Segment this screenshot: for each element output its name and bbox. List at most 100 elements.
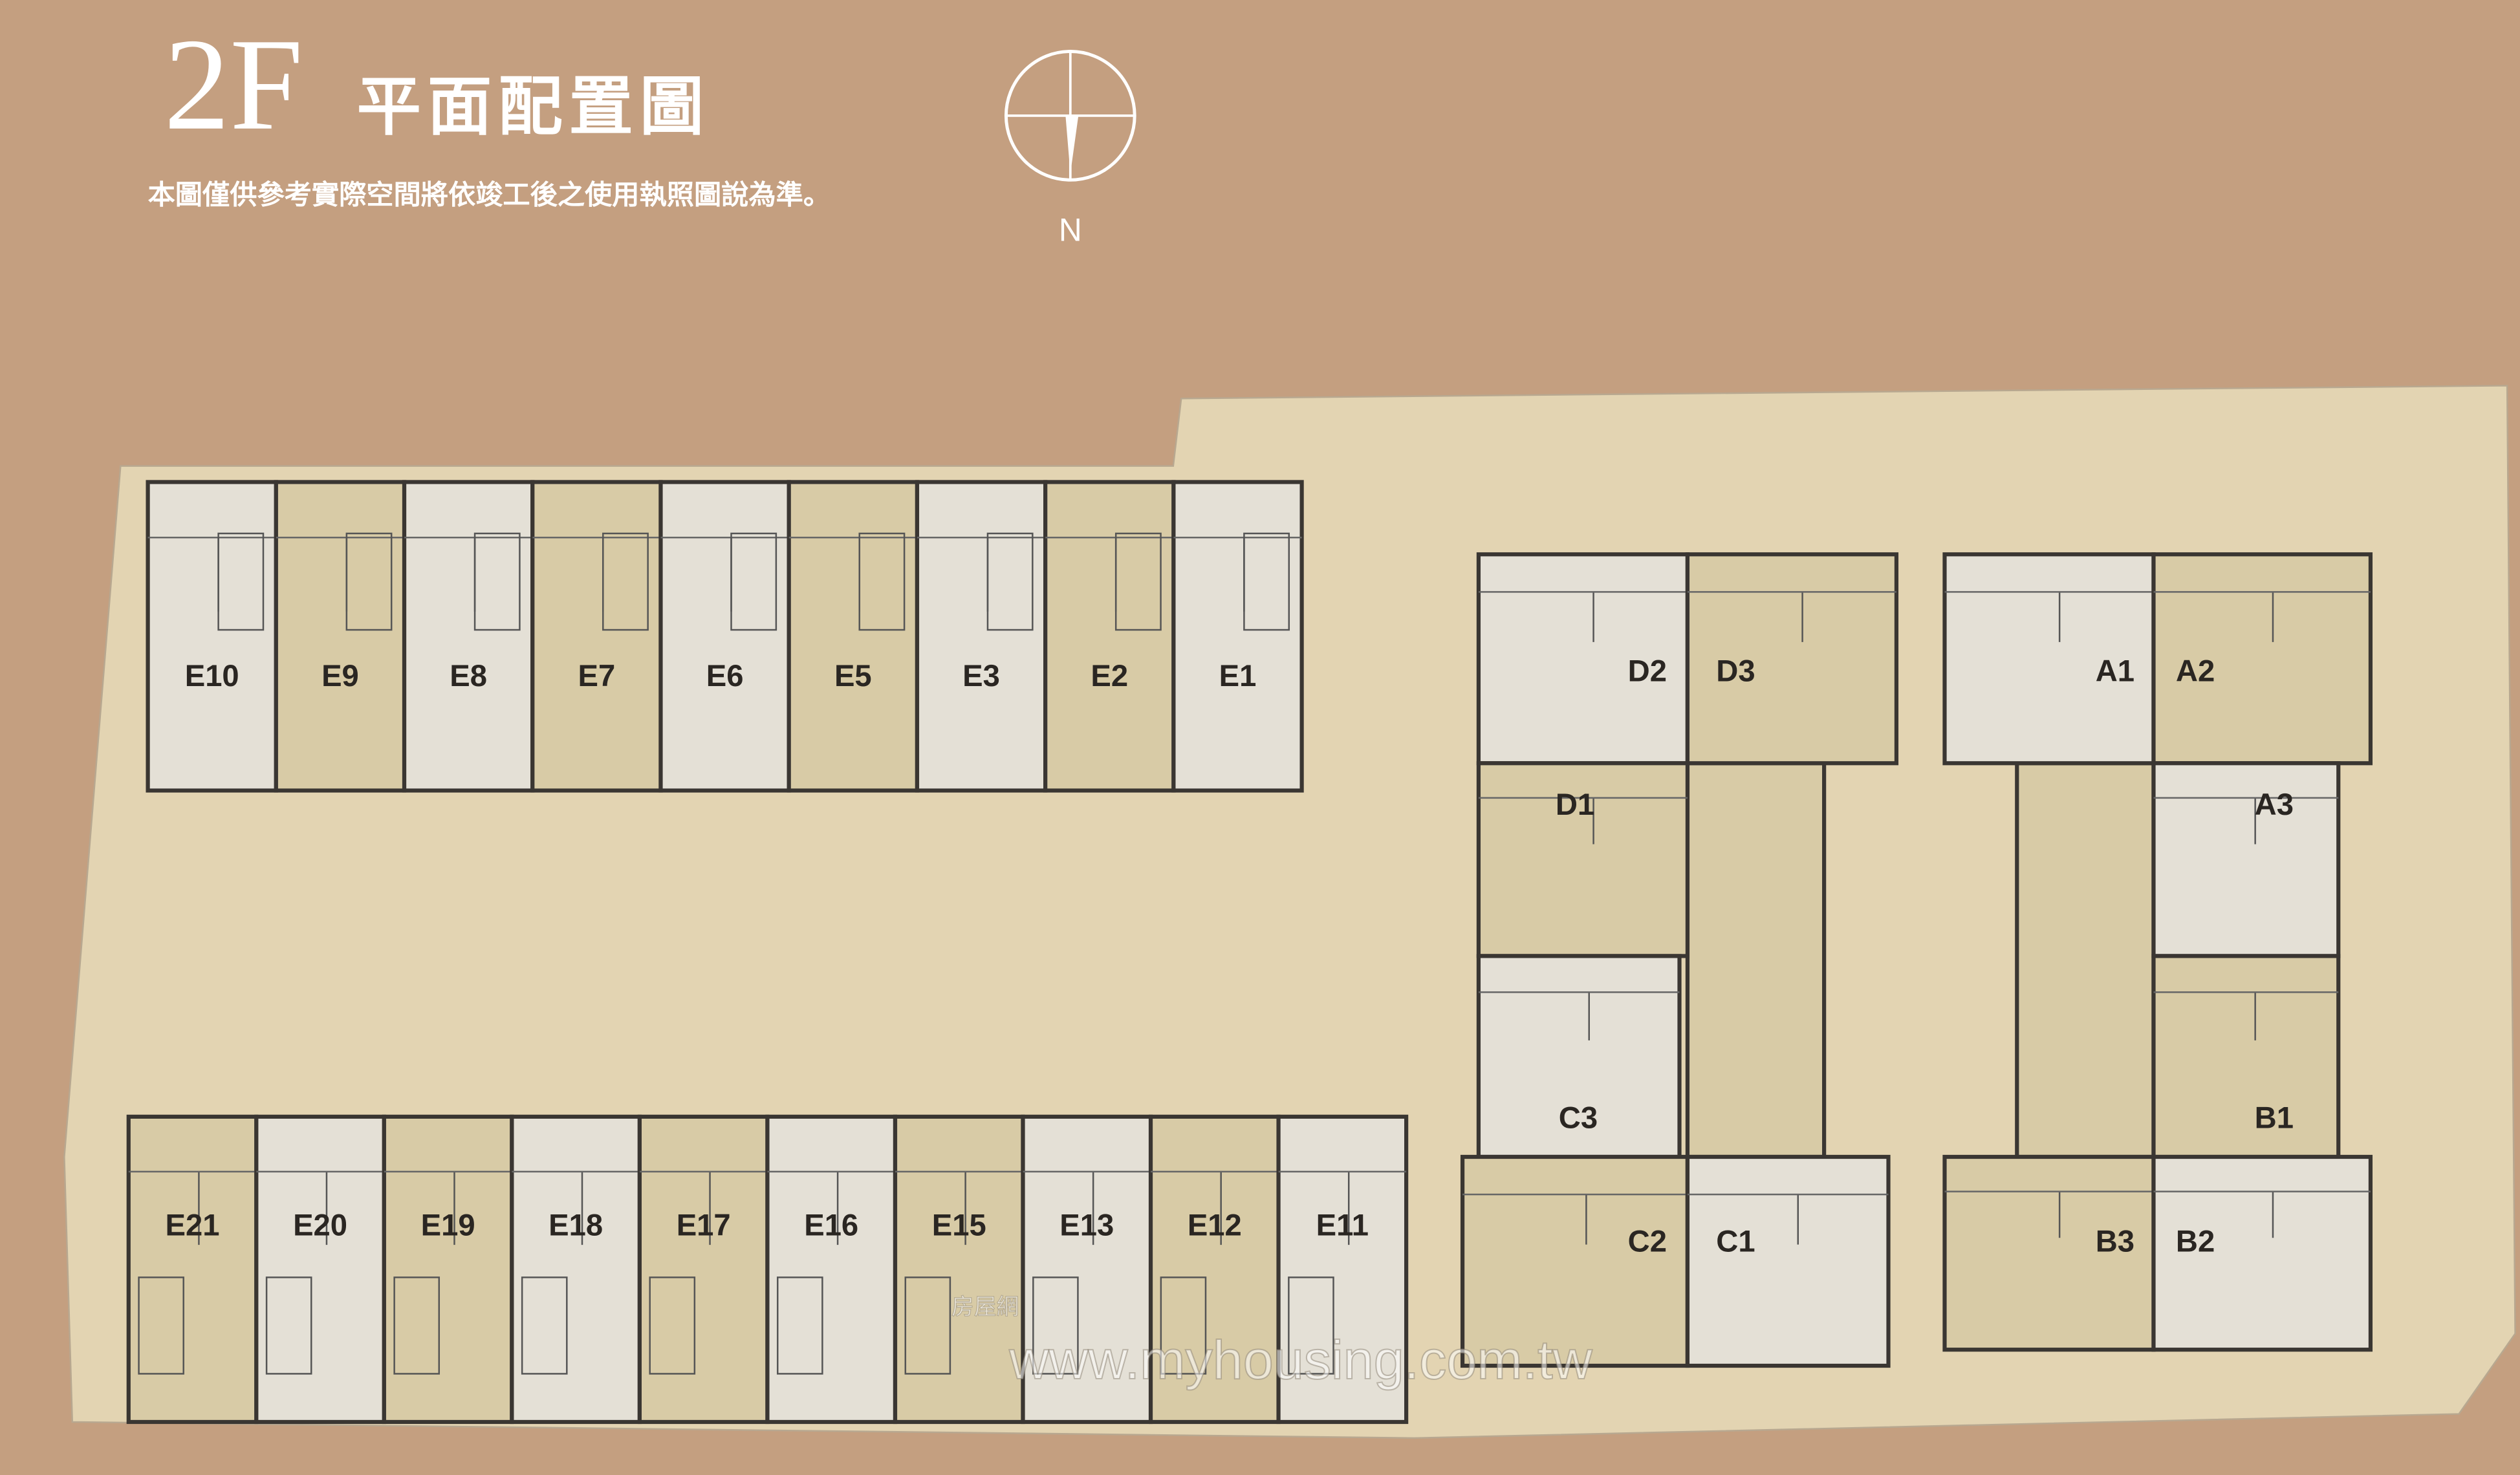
unit-label: E8 <box>450 659 487 693</box>
unit-outline <box>1476 761 1690 958</box>
unit-b3: B3 <box>1942 1154 2156 1352</box>
unit-label: E13 <box>1059 1209 1114 1243</box>
unit-e2: E2 <box>1043 480 1176 793</box>
unit-label: B3 <box>2096 1225 2134 1259</box>
staircase-icon <box>521 1276 568 1375</box>
unit-e9: E9 <box>274 480 407 793</box>
unit-d2: D2 <box>1476 552 1690 766</box>
staircase-icon <box>730 532 777 631</box>
core-stair-elevator <box>2015 761 2156 1159</box>
unit-outline <box>274 480 407 793</box>
unit-outline <box>2151 1154 2373 1352</box>
unit-outline <box>915 480 1048 793</box>
unit-label: E15 <box>932 1209 986 1243</box>
unit-label: E9 <box>321 659 359 693</box>
unit-label: D1 <box>1556 788 1594 822</box>
unit-outline <box>402 480 535 793</box>
staircase-icon <box>1243 532 1290 631</box>
staircase-icon <box>986 532 1034 631</box>
watermark-brand: 房屋網 <box>951 1295 1019 1320</box>
staircase-icon <box>345 532 393 631</box>
unit-label: A1 <box>2096 654 2134 689</box>
unit-outline <box>787 480 920 793</box>
header: 2F 平面配置圖 本圖僅供參考實際空間將依竣工後之使用執照圖說為準。 <box>148 12 831 211</box>
unit-outline <box>1685 1154 1891 1368</box>
staircase-icon <box>1160 1276 1207 1375</box>
staircase-icon <box>649 1276 696 1375</box>
unit-e11: E11 <box>1276 1114 1409 1425</box>
unit-b1: B1 <box>2151 954 2341 1159</box>
unit-label: C2 <box>1628 1225 1667 1259</box>
unit-outline <box>637 1114 770 1425</box>
unit-c3: C3 <box>1476 954 1682 1159</box>
unit-outline <box>1942 1154 2156 1352</box>
unit-label: E18 <box>549 1209 603 1243</box>
unit-label: E20 <box>293 1209 347 1243</box>
unit-label: E5 <box>834 659 872 693</box>
unit-d3: D3 <box>1685 552 1899 766</box>
staircase-icon <box>858 532 906 631</box>
unit-outline <box>126 1114 259 1425</box>
unit-label: E11 <box>1316 1209 1369 1243</box>
unit-outline <box>2151 954 2341 1159</box>
unit-label: A3 <box>2255 788 2294 822</box>
unit-label: E6 <box>706 659 744 693</box>
unit-e16: E16 <box>765 1114 898 1425</box>
unit-label: D3 <box>1716 654 1755 689</box>
staircase-icon <box>473 532 521 631</box>
unit-label: E19 <box>421 1209 475 1243</box>
unit-d1: D1 <box>1476 761 1690 958</box>
page-title: 平面配置圖 <box>357 69 711 144</box>
core-stair-elevator <box>1685 761 1827 1159</box>
unit-e7: E7 <box>530 480 663 793</box>
unit-label: E21 <box>166 1209 220 1243</box>
unit-outline <box>765 1114 898 1425</box>
unit-label: E10 <box>185 659 239 693</box>
unit-label: E1 <box>1219 659 1257 693</box>
staircase-icon <box>217 532 265 631</box>
unit-outline <box>1476 954 1682 1159</box>
unit-label: A2 <box>2176 654 2215 689</box>
unit-outline <box>893 1114 1025 1425</box>
unit-outline <box>658 480 791 793</box>
unit-outline <box>1276 1114 1409 1425</box>
unit-label: E12 <box>1188 1209 1242 1243</box>
unit-label: E7 <box>578 659 616 693</box>
unit-label: D2 <box>1628 654 1667 689</box>
unit-e17: E17 <box>637 1114 770 1425</box>
unit-e21: E21 <box>126 1114 259 1425</box>
north-arrow-icon: N <box>1004 50 1136 248</box>
unit-outline <box>2151 761 2341 958</box>
unit-label: B2 <box>2176 1225 2215 1259</box>
unit-label: E16 <box>804 1209 858 1243</box>
floor-number: 2F <box>164 12 303 158</box>
unit-label: E2 <box>1091 659 1128 693</box>
watermark: 房屋網 www.myhousing.com.tw <box>951 1294 1593 1391</box>
unit-c1: C1 <box>1685 1154 1891 1368</box>
unit-a2: A2 <box>2151 552 2373 766</box>
unit-e5: E5 <box>787 480 920 793</box>
unit-a1: A1 <box>1942 552 2156 766</box>
staircase-icon <box>904 1276 951 1375</box>
watermark-url: www.myhousing.com.tw <box>1008 1330 1592 1390</box>
unit-outline <box>254 1114 386 1425</box>
unit-outline <box>1171 480 1304 793</box>
disclaimer-note: 本圖僅供參考實際空間將依竣工後之使用執照圖說為準。 <box>148 179 831 211</box>
unit-e20: E20 <box>254 1114 386 1425</box>
unit-label: C1 <box>1716 1225 1755 1259</box>
staircase-icon <box>1288 1276 1334 1375</box>
unit-label: B1 <box>2255 1101 2294 1135</box>
unit-outline <box>2151 552 2373 766</box>
unit-e1: E1 <box>1171 480 1304 793</box>
unit-b2: B2 <box>2151 1154 2373 1352</box>
unit-e19: E19 <box>382 1114 514 1425</box>
unit-a3: A3 <box>2151 761 2341 958</box>
staircase-icon <box>265 1276 312 1375</box>
north-label: N <box>1059 212 1082 248</box>
unit-e6: E6 <box>658 480 791 793</box>
unit-outline <box>146 480 278 793</box>
unit-e15: E15 <box>893 1114 1025 1425</box>
unit-outline <box>1043 480 1176 793</box>
